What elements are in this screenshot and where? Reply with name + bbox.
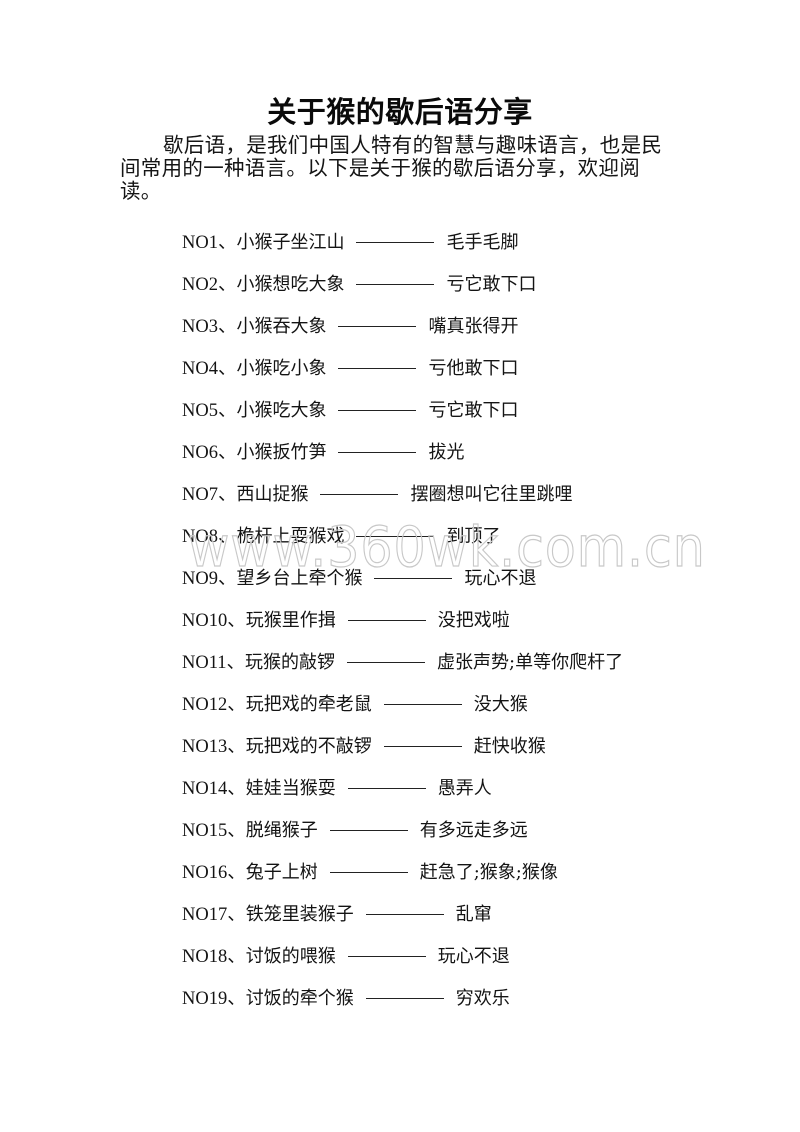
item-number: NO3、	[182, 317, 237, 337]
list-item: NO11、玩猴的敲锣 虚张声势;单等你爬杆了	[182, 650, 623, 692]
list-item: NO7、西山捉猴 摆圈想叫它往里跳哩	[182, 482, 623, 524]
list-item: NO19、讨饭的牵个猴 穷欢乐	[182, 986, 623, 1028]
list-item: NO17、铁笼里装猴子 乱窜	[182, 902, 623, 944]
list-item: NO13、玩把戏的不敲锣 赶快收猴	[182, 734, 623, 776]
item-question: 讨饭的牵个猴	[245, 988, 354, 1009]
item-question: 娃娃当猴耍	[245, 778, 336, 799]
item-answer: 到顶了	[446, 526, 501, 547]
item-number: NO9、	[182, 569, 237, 589]
item-number: NO7、	[182, 485, 237, 505]
dash-separator	[365, 914, 444, 916]
item-question: 玩猴里作揖	[245, 610, 336, 631]
list-item: NO6、小猴扳竹笋 拔光	[182, 440, 623, 482]
item-question: 西山捉猴	[236, 484, 309, 505]
item-question: 兔子上树	[245, 862, 318, 883]
item-answer: 有多远走多远	[419, 820, 528, 841]
dash-separator	[347, 662, 426, 664]
dash-separator	[383, 704, 462, 706]
item-answer: 亏它敢下口	[446, 274, 537, 295]
item-answer: 玩心不退	[437, 946, 510, 967]
item-answer: 赶急了;猴象;猴像	[419, 862, 558, 883]
item-answer: 毛手毛脚	[446, 232, 519, 253]
list-item: NO18、讨饭的喂猴 玩心不退	[182, 944, 623, 986]
list-item: NO14、娃娃当猴耍 愚弄人	[182, 776, 623, 818]
item-question: 玩猴的敲锣	[245, 652, 336, 673]
dash-separator	[347, 788, 426, 790]
item-question: 脱绳猴子	[245, 820, 318, 841]
item-answer: 拔光	[428, 442, 465, 463]
list-item: NO9、望乡台上牵个猴 玩心不退	[182, 566, 623, 608]
item-number: NO16、	[182, 863, 246, 883]
item-question: 小猴吃小象	[236, 358, 327, 379]
item-answer: 摆圈想叫它往里跳哩	[410, 484, 573, 505]
item-question: 小猴吃大象	[236, 400, 327, 421]
item-number: NO4、	[182, 359, 237, 379]
dash-separator	[347, 956, 426, 958]
item-answer: 嘴真张得开	[428, 316, 519, 337]
dash-separator	[338, 452, 417, 454]
page-title: 关于猴的歇后语分享	[267, 95, 533, 129]
item-answer: 没把戏啦	[437, 610, 510, 631]
item-number: NO11、	[182, 653, 246, 673]
dash-separator	[338, 326, 417, 328]
intro-paragraph: 歇后语，是我们中国人特有的智慧与趣味语言，也是民间常用的一种语言。以下是关于猴的…	[120, 133, 663, 203]
proverb-list: NO1、小猴子坐江山毛手毛脚 NO2、小猴想吃大象亏它敢下口 NO3、小猴吞大象…	[182, 230, 623, 1028]
item-answer: 玩心不退	[464, 568, 537, 589]
list-item: NO1、小猴子坐江山 毛手毛脚	[182, 230, 623, 272]
list-item: NO15、脱绳猴子 有多远走多远	[182, 818, 623, 860]
item-question: 小猴扳竹笋	[236, 442, 327, 463]
item-answer: 没大猴	[473, 694, 528, 715]
item-answer: 愚弄人	[437, 778, 492, 799]
item-answer: 虚张声势;单等你爬杆了	[437, 652, 624, 673]
item-answer: 穷欢乐	[455, 988, 510, 1009]
list-item: NO2、小猴想吃大象 亏它敢下口	[182, 272, 623, 314]
dash-separator	[365, 998, 444, 1000]
list-item: NO5、小猴吃大象 亏它敢下口	[182, 398, 623, 440]
item-number: NO10、	[182, 611, 246, 631]
item-question: 望乡台上牵个猴	[236, 568, 363, 589]
dash-separator	[338, 368, 417, 370]
dash-separator	[347, 620, 426, 622]
dash-separator	[374, 578, 453, 580]
dash-separator	[320, 494, 399, 496]
item-number: NO18、	[182, 947, 246, 967]
item-answer: 亏他敢下口	[428, 358, 519, 379]
item-question: 铁笼里装猴子	[245, 904, 354, 925]
item-number: NO2、	[182, 275, 237, 295]
list-item: NO4、小猴吃小象 亏他敢下口	[182, 356, 623, 398]
item-question: 讨饭的喂猴	[245, 946, 336, 967]
item-number: NO8、	[182, 527, 237, 547]
item-question: 玩把戏的牵老鼠	[245, 694, 372, 715]
item-number: NO17、	[182, 905, 246, 925]
item-number: NO5、	[182, 401, 237, 421]
item-number: NO15、	[182, 821, 246, 841]
item-answer: 亏它敢下口	[428, 400, 519, 421]
item-answer: 赶快收猴	[473, 736, 546, 757]
dash-separator	[356, 242, 435, 244]
item-answer: 乱窜	[455, 904, 492, 925]
item-number: NO13、	[182, 737, 246, 757]
list-item: NO16、兔子上树 赶急了;猴象;猴像	[182, 860, 623, 902]
item-question: 玩把戏的不敲锣	[245, 736, 372, 757]
dash-separator	[383, 746, 462, 748]
item-question: 小猴子坐江山	[236, 232, 345, 253]
item-number: NO1、	[182, 233, 237, 253]
item-question: 小猴吞大象	[236, 316, 327, 337]
item-number: NO14、	[182, 779, 246, 799]
item-number: NO12、	[182, 695, 246, 715]
list-item: NO10、玩猴里作揖 没把戏啦	[182, 608, 623, 650]
dash-separator	[356, 284, 435, 286]
list-item: NO3、小猴吞大象 嘴真张得开	[182, 314, 623, 356]
list-item: NO8、桅杆上耍猴戏 到顶了	[182, 524, 623, 566]
dash-separator	[338, 410, 417, 412]
dash-separator	[329, 872, 408, 874]
list-item: NO12、玩把戏的牵老鼠 没大猴	[182, 692, 623, 734]
item-number: NO6、	[182, 443, 237, 463]
item-question: 桅杆上耍猴戏	[236, 526, 345, 547]
dash-separator	[356, 536, 435, 538]
item-number: NO19、	[182, 989, 246, 1009]
item-question: 小猴想吃大象	[236, 274, 345, 295]
dash-separator	[329, 830, 408, 832]
